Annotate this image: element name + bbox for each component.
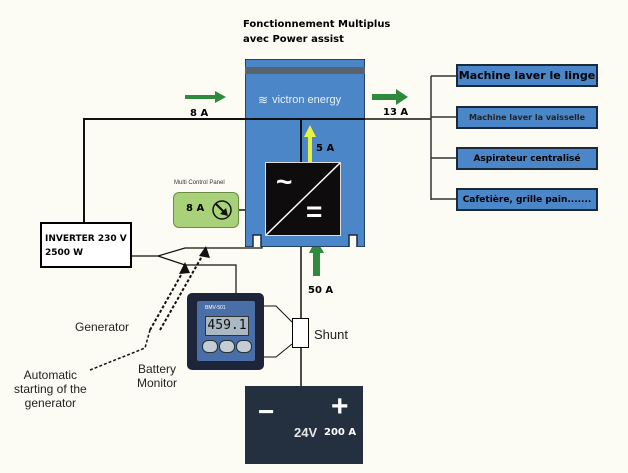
auto-start-arrowhead: [199, 246, 210, 258]
auto-start-dotted-2: [159, 250, 206, 331]
battery-charge-current: 50 A: [308, 285, 334, 296]
dial-arrow-icon[interactable]: [211, 199, 233, 221]
control-panel-current: 8 A: [186, 203, 205, 214]
arrow-grid-in: [185, 91, 226, 103]
shunt-label: Shunt: [314, 327, 348, 342]
monitor-button-setup[interactable]: [219, 340, 235, 353]
load-dishwasher: Machine laver la vaisselle: [456, 106, 598, 129]
ac-symbol: ~: [276, 166, 293, 197]
title-line-1: Fonctionnement Multiplus: [243, 19, 391, 30]
battery-monitor-model: BMV-501: [205, 305, 226, 311]
output-current: 13 A: [383, 107, 409, 118]
dc-symbol: =: [306, 196, 323, 227]
battery-monitor-display: 459.1: [205, 316, 249, 336]
auto-start-dotted-1: [149, 267, 186, 331]
inverter-voltage: INVERTER 230 V: [45, 234, 127, 244]
auto-start-line-1: Automatic: [23, 368, 78, 382]
auto-start-dotted-3: [89, 329, 151, 371]
battery: [245, 386, 363, 464]
battery-monitor-label-2: Monitor: [137, 376, 178, 390]
monitor-button-left[interactable]: [202, 340, 218, 353]
victron-wave-icon: ≋: [258, 93, 269, 107]
arrow-output: [372, 89, 408, 105]
generator-label: Generator: [75, 320, 130, 334]
battery-monitor-label: Battery Monitor: [137, 362, 177, 390]
inverter-output-current: 5 A: [316, 143, 335, 154]
inverter-power: 2500 W: [45, 248, 84, 258]
generator-wire: [131, 236, 263, 257]
grid-input-current: 8 A: [190, 108, 209, 119]
battery-plus-icon: +: [331, 390, 349, 423]
diagram-title: Fonctionnement Multiplus avec Power assi…: [243, 17, 390, 47]
battery-voltage: 24V: [294, 425, 318, 440]
auto-start-label: Automatic starting of the generator: [14, 368, 87, 410]
shunt-wire-bottom: [264, 343, 293, 358]
title-line-2: avec Power assist: [243, 34, 344, 45]
shunt: [292, 318, 309, 348]
load-vacuum: Aspirateur centralisé: [456, 147, 598, 170]
monitor-wire: [157, 255, 237, 293]
auto-start-line-2: starting of the: [14, 382, 87, 396]
battery-capacity: 200 A: [324, 427, 357, 438]
inverter-box: INVERTER 230 V 2500 W: [40, 222, 132, 268]
battery-monitor-label-1: Battery: [138, 362, 177, 376]
monitor-button-right[interactable]: [236, 340, 252, 353]
battery-minus-icon: −: [258, 396, 275, 427]
shunt-wire-top: [264, 305, 293, 323]
load-washing-machine: Machine laver le linge: [456, 64, 598, 87]
victron-brand: victron energy: [272, 94, 342, 106]
ac-dc-converter: [265, 162, 341, 236]
auto-start-arrowhead: [179, 262, 190, 274]
control-panel-label: Multi Control Panel: [174, 180, 225, 186]
auto-start-line-3: generator: [24, 396, 77, 410]
victron-logo: ≋ victron energy: [258, 93, 341, 107]
load-coffee-toaster: Cafetière, grille pain.......: [456, 188, 598, 211]
converter-diagonal: [265, 162, 341, 236]
multi-control-panel[interactable]: [173, 192, 239, 228]
